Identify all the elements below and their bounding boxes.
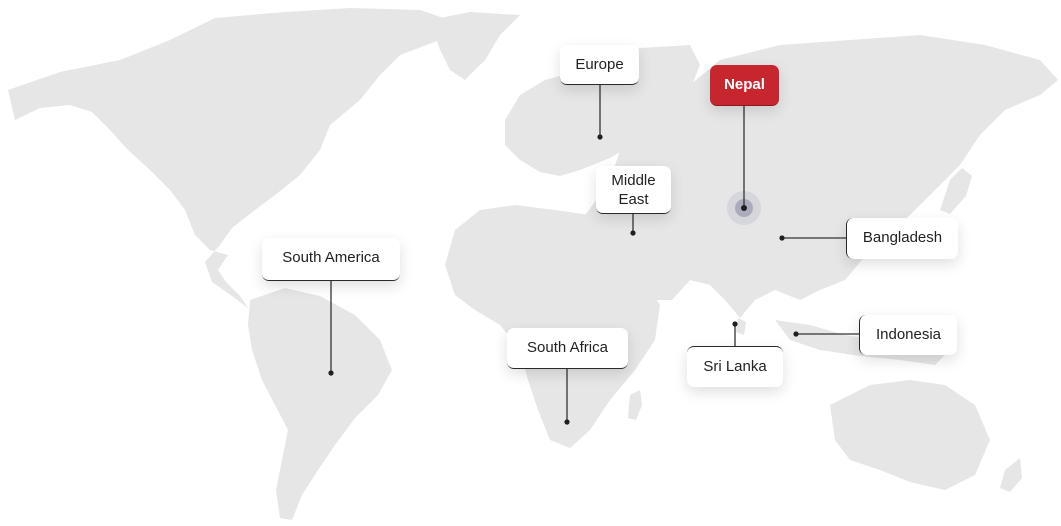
region-label-south-america[interactable]: South America xyxy=(262,238,400,281)
indonesia-dot xyxy=(793,331,799,337)
madagascar-landmass xyxy=(628,390,642,420)
region-label-indonesia[interactable]: Indonesia xyxy=(859,315,957,355)
region-label-bangladesh[interactable]: Bangladesh xyxy=(846,218,958,259)
japan-landmass xyxy=(940,168,972,214)
australia-landmass xyxy=(830,380,990,490)
europe-landmass xyxy=(505,45,700,176)
region-label-south-africa[interactable]: South Africa xyxy=(507,328,628,369)
south-africa-dot xyxy=(564,419,570,425)
middle-east-dot xyxy=(630,230,636,236)
new-zealand-landmass xyxy=(1000,458,1022,492)
region-label-nepal[interactable]: Nepal xyxy=(710,65,779,106)
europe-dot xyxy=(597,134,603,140)
location-dots xyxy=(328,134,799,425)
south-america-dot xyxy=(328,370,334,376)
greenland-landmass xyxy=(430,12,520,80)
north-america-landmass xyxy=(8,8,455,308)
africa-landmass xyxy=(445,205,660,448)
bangladesh-dot xyxy=(779,235,785,241)
asia-landmass xyxy=(585,35,1058,318)
region-label-sri-lanka[interactable]: Sri Lanka xyxy=(687,346,783,387)
south-america-landmass xyxy=(248,288,392,520)
sri-lanka-dot xyxy=(732,321,738,327)
region-label-middle-east[interactable]: Middle East xyxy=(596,166,671,214)
sri-lanka-landmass xyxy=(736,318,746,335)
nepal-dot xyxy=(741,205,747,211)
landmasses xyxy=(8,8,1058,520)
region-label-europe[interactable]: Europe xyxy=(560,45,639,85)
leader-lines xyxy=(330,85,859,422)
